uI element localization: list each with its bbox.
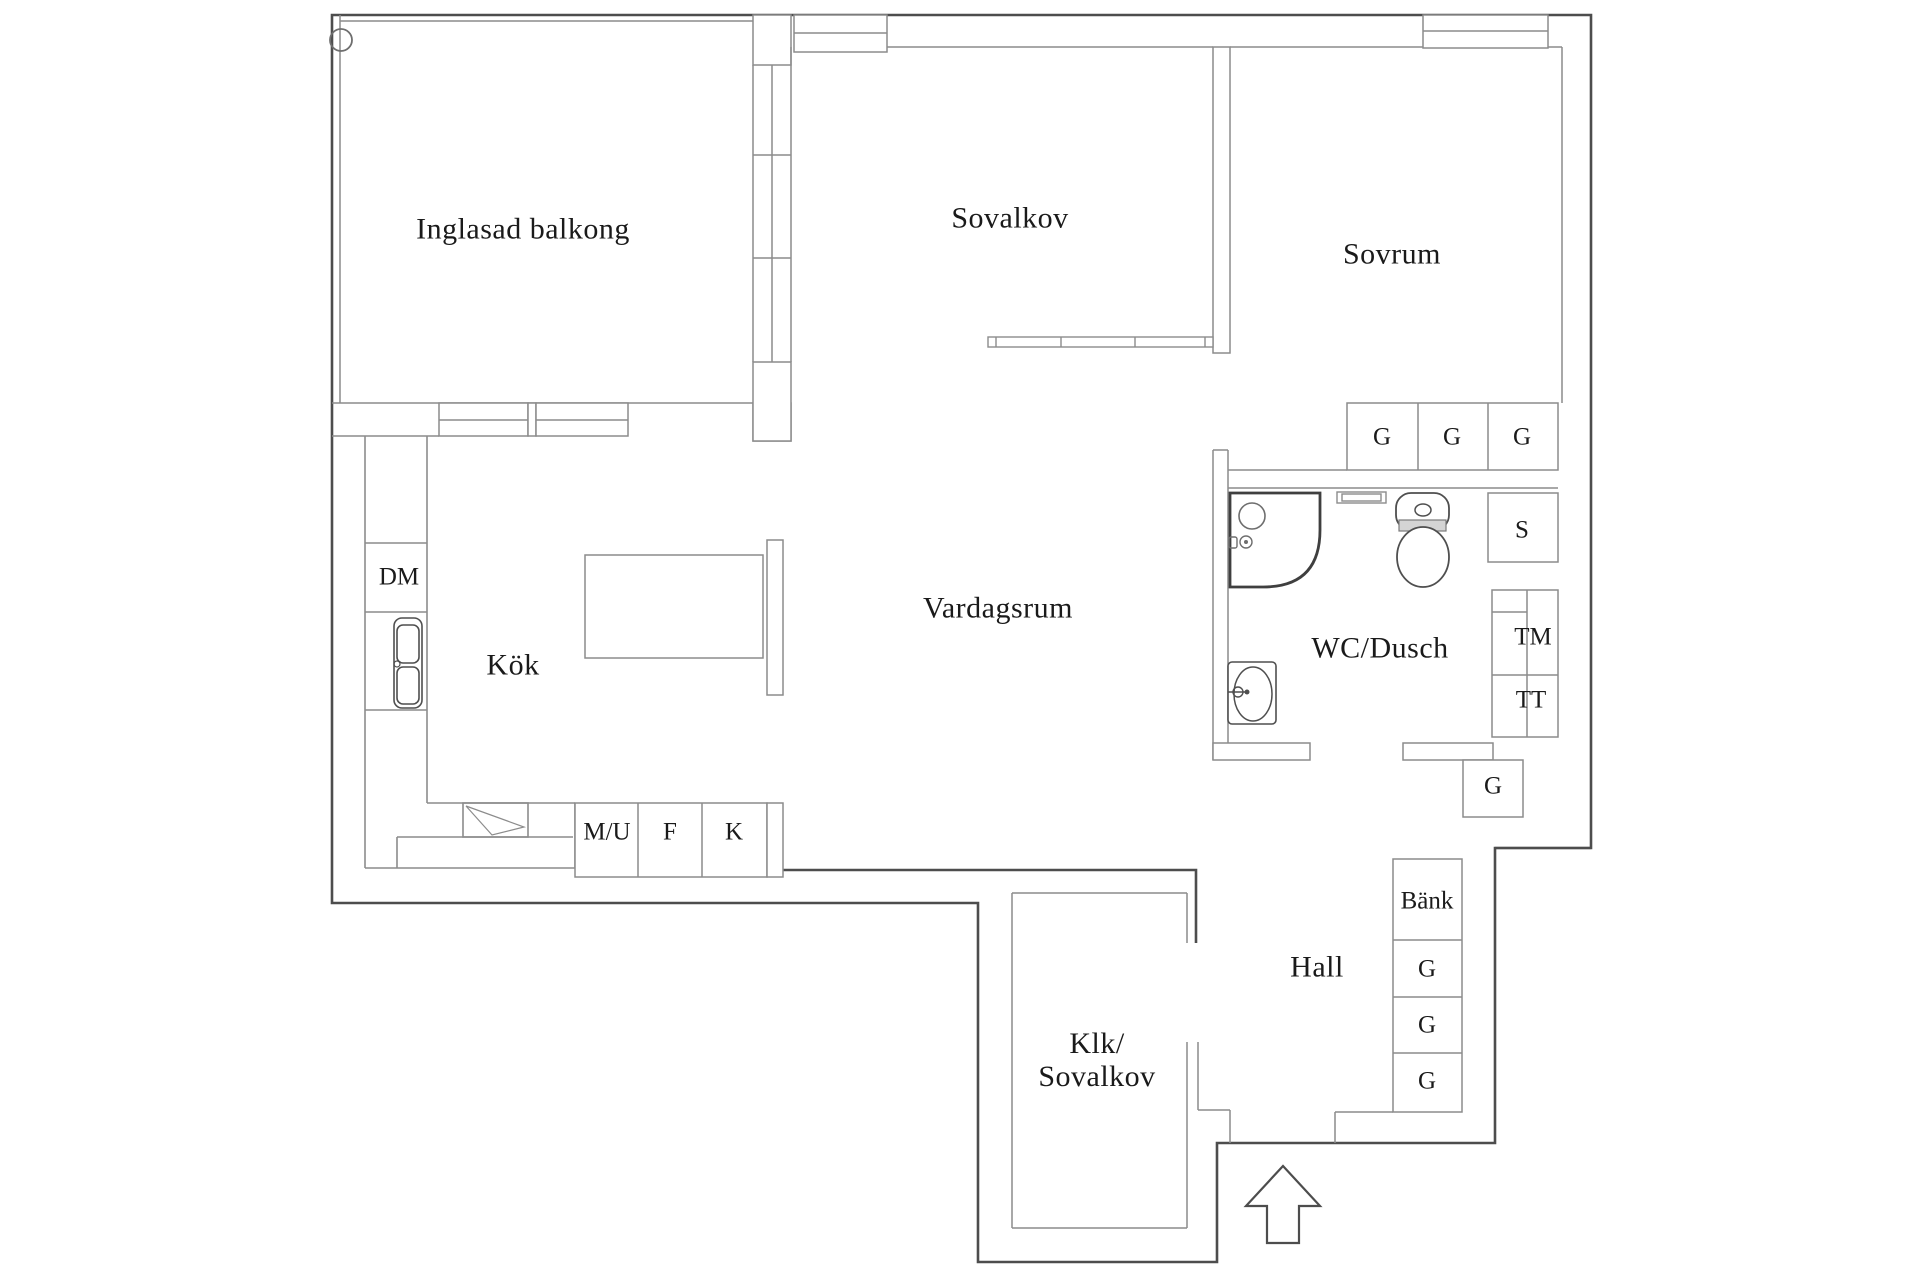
room-label-inglasad-balkong: Inglasad balkong <box>416 212 630 246</box>
cabinet-label-g3: G <box>1512 423 1532 451</box>
room-label-sovrum: Sovrum <box>1342 237 1442 271</box>
top-wall <box>793 14 1563 403</box>
hall-closets <box>1392 858 1463 1113</box>
room-label-wc-dusch: WC/Dusch <box>1311 631 1449 665</box>
cabinet-label-mu: M/U <box>583 818 631 846</box>
klk-room-walls <box>1011 892 1393 1229</box>
room-label-kok: Kök <box>486 648 540 682</box>
cabinet-label-f: F <box>663 818 677 846</box>
shower-icon <box>1228 491 1322 589</box>
kitchen-counter <box>364 436 576 869</box>
room-label-sovalkov: Sovalkov <box>951 201 1069 235</box>
cabinet-label-g-wc: G <box>1483 772 1503 800</box>
cabinet-label-g1: G <box>1372 423 1392 451</box>
entrance-arrow-icon <box>1243 1164 1323 1245</box>
wc-walls <box>1212 449 1494 761</box>
toilet-icon <box>1395 492 1450 588</box>
cabinet-label-k: K <box>724 818 744 846</box>
washbasin-icon <box>1227 661 1277 725</box>
cabinet-label-s: S <box>1515 516 1529 544</box>
sovalkov-sovrum-divider <box>1212 46 1231 354</box>
balcony-glazing <box>332 15 756 404</box>
room-label-klk-line1: Klk/ <box>1069 1027 1125 1060</box>
cabinet-label-g2: G <box>1442 423 1462 451</box>
room-label-klk-line2: Sovalkov <box>1038 1060 1156 1093</box>
room-label-hall: Hall <box>1290 950 1344 984</box>
kitchen-sink-icon <box>393 617 423 709</box>
cabinet-label-g-hall-3: G <box>1417 1067 1437 1095</box>
balcony-side-window-strip <box>752 14 792 442</box>
cabinet-label-g-hall-2: G <box>1417 1011 1437 1039</box>
balcony-column-icon <box>329 28 353 52</box>
sovalkov-railing-icon <box>987 336 1214 348</box>
kitchen-appliance-row <box>574 802 768 878</box>
sovrum-closets <box>1228 402 1559 489</box>
cabinet-label-g-hall-1: G <box>1417 955 1437 983</box>
outer-walls <box>330 13 1593 1264</box>
dining-table <box>584 554 764 659</box>
kitchen-wall-stubs <box>766 539 784 878</box>
kitchen-window-band <box>332 402 792 442</box>
wall-niche <box>1336 491 1387 504</box>
cabinet-label-tt: TT <box>1515 686 1547 714</box>
wc-cabinets <box>1462 492 1559 818</box>
cabinet-label-dm: DM <box>378 563 420 591</box>
room-label-klk-sovalkov: Klk/ Sovalkov <box>1038 1027 1155 1093</box>
cabinet-label-bank: Bänk <box>1400 887 1454 915</box>
cabinet-label-tm: TM <box>1514 623 1552 651</box>
room-label-vardagsrum: Vardagsrum <box>923 591 1073 625</box>
